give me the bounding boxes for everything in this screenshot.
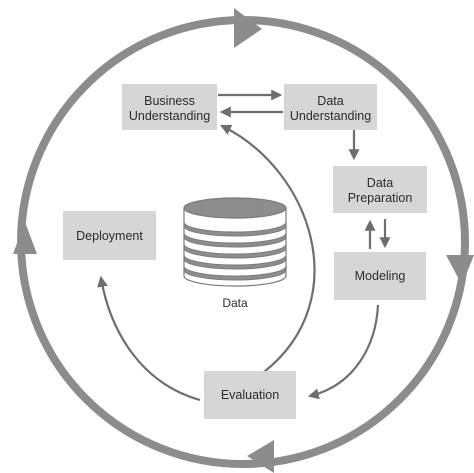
node-label-line: Understanding [129,109,210,123]
cycle-arrow-top [234,8,262,48]
node-label-line: Business [144,94,195,108]
database-label: Data [222,296,248,310]
node-box [204,371,296,419]
arrow-modeling-to-evaluation [307,304,380,400]
node-label-line: Data [317,94,343,108]
node-label-line: Data [367,176,393,190]
node-modeling: Modeling [334,252,426,300]
node-box [284,84,377,130]
cycle-arrow-right [446,255,474,285]
cylinder-band [183,232,287,248]
node-label-line: Preparation [348,191,413,205]
node-box [333,166,427,213]
cylinder-top [183,197,287,219]
node-evaluation: Evaluation [204,371,296,419]
node-label-line: Understanding [290,109,371,123]
database-cylinder-icon [183,197,287,287]
arrow-evaluation-to-deployment [97,275,201,402]
cycle-arrow-left [13,222,37,254]
node-label-line: Deployment [76,229,143,243]
node-business-understanding: Business Understanding [122,84,217,130]
cylinder-band [183,221,287,237]
node-box [334,252,426,300]
cycle-arrow-bottom [247,440,274,473]
node-label-line: Modeling [355,269,406,283]
cylinder-band [183,265,287,281]
outer-cycle [13,8,474,473]
node-label-line: Evaluation [221,388,279,402]
node-data-preparation: Data Preparation [333,166,427,213]
node-box [122,84,217,130]
arrow-evaluation-to-business [220,124,316,373]
node-box [63,211,156,260]
cylinder-band [183,243,287,259]
node-deployment: Deployment [63,211,156,260]
process-arrows [97,89,391,402]
node-data-understanding: Data Understanding [284,84,377,130]
cylinder-band [183,254,287,270]
